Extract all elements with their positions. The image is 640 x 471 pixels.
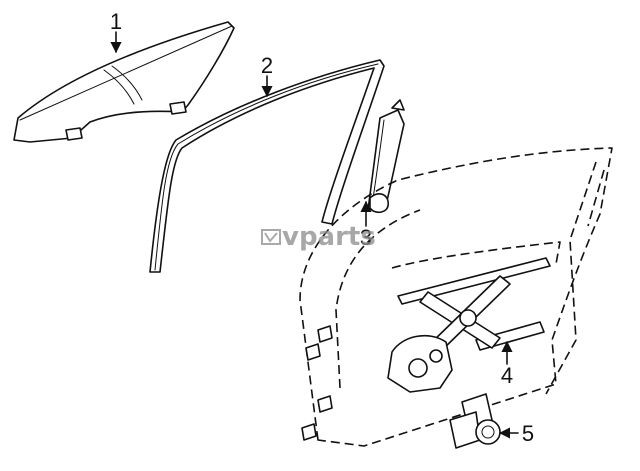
watermark: vparts: [261, 222, 376, 252]
callout-1: 1: [110, 9, 122, 34]
callout-4: 4: [501, 363, 513, 388]
door-outline: [299, 147, 613, 447]
watermark-text: vparts: [282, 222, 376, 252]
callout-3: 3: [360, 225, 372, 250]
callout-5: 5: [522, 421, 534, 446]
watermark-logo-icon: [261, 229, 281, 245]
leader-lines: [110, 31, 519, 439]
door-glass: [13, 21, 235, 143]
callout-2: 2: [261, 53, 273, 78]
window-regulator: [387, 257, 551, 393]
glass-run-channel: [149, 59, 385, 273]
door-sash: [367, 99, 405, 214]
window-motor: [449, 393, 501, 449]
